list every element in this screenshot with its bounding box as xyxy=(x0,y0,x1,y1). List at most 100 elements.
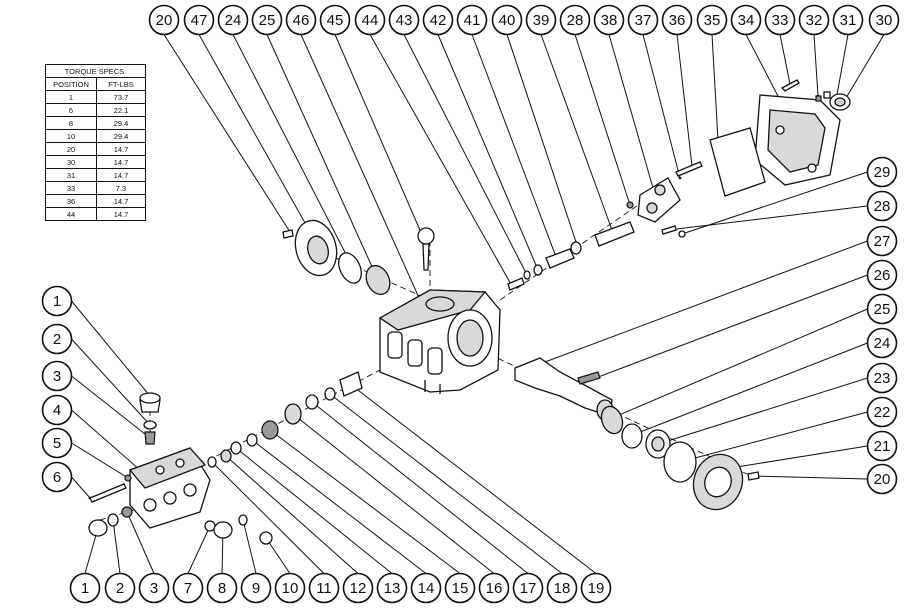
manifold-head xyxy=(128,447,211,529)
crankcase-body xyxy=(378,289,501,394)
callout-bottom-2: 2 xyxy=(104,572,136,604)
leader-line xyxy=(544,240,868,363)
left-bearing-cover xyxy=(282,219,391,296)
callout-bottom-19: 19 xyxy=(580,572,612,604)
callout-number: 47 xyxy=(191,12,208,29)
leader-line xyxy=(611,308,868,419)
callout-number: 19 xyxy=(588,580,605,597)
leader-line xyxy=(292,413,495,574)
callout-right-20: 20 xyxy=(866,463,898,495)
callout-circle xyxy=(866,396,898,428)
callout-number: 39 xyxy=(533,12,550,29)
callout-number: 2 xyxy=(53,331,61,348)
callout-number: 30 xyxy=(876,12,893,29)
callout-number: 12 xyxy=(350,580,367,597)
callout-right-24: 24 xyxy=(866,327,898,359)
callout-top-38: 38 xyxy=(593,4,625,36)
callout-circle xyxy=(41,360,73,392)
callout-right-26: 26 xyxy=(866,259,898,291)
callout-number: 3 xyxy=(150,580,158,597)
callout-right-23: 23 xyxy=(866,362,898,394)
leader-line xyxy=(265,537,291,574)
callout-right-29: 29 xyxy=(866,156,898,188)
callout-number: 1 xyxy=(53,293,61,310)
leader-line xyxy=(813,34,819,97)
callout-circle xyxy=(798,4,830,36)
leader-line xyxy=(369,34,513,287)
manifold-plugs xyxy=(88,392,273,545)
leader-line xyxy=(251,439,427,574)
leader-line xyxy=(187,525,211,574)
callout-bottom-13: 13 xyxy=(376,572,408,604)
leader-line xyxy=(584,274,868,383)
callout-circle xyxy=(172,572,204,604)
callout-number: 20 xyxy=(874,471,891,488)
callout-right-21: 21 xyxy=(866,430,898,462)
callout-top-39: 39 xyxy=(525,4,557,36)
callout-right-22: 22 xyxy=(866,396,898,428)
leader-line xyxy=(779,34,791,85)
leader-arrow-tip xyxy=(678,176,682,180)
callout-number: 3 xyxy=(53,368,61,385)
callout-number: 10 xyxy=(282,580,299,597)
callout-number: 17 xyxy=(520,580,537,597)
callout-bottom-3: 3 xyxy=(138,572,170,604)
leader-line xyxy=(711,34,719,141)
rod-cap-parts xyxy=(626,161,703,238)
callout-left-5: 5 xyxy=(41,427,73,459)
callout-circle xyxy=(354,4,386,36)
callout-circle xyxy=(866,259,898,291)
callout-right-27: 27 xyxy=(866,225,898,257)
leader-line xyxy=(334,34,427,245)
leader-line xyxy=(198,34,319,247)
callout-top-28: 28 xyxy=(559,4,591,36)
callout-left-3: 3 xyxy=(41,360,73,392)
callout-top-37: 37 xyxy=(627,4,659,36)
callout-bottom-15: 15 xyxy=(444,572,476,604)
dipstick xyxy=(417,227,435,271)
callout-circle xyxy=(764,4,796,36)
callout-number: 7 xyxy=(184,580,192,597)
callout-left-2: 2 xyxy=(41,323,73,355)
torque-position: 44 xyxy=(45,207,97,221)
leader-line xyxy=(311,401,529,574)
leader-line xyxy=(300,34,421,301)
leader-line xyxy=(71,338,151,426)
callout-number: 6 xyxy=(53,469,61,486)
leader-line xyxy=(679,411,868,463)
callout-circle xyxy=(422,4,454,36)
callout-top-31: 31 xyxy=(832,4,864,36)
callout-number: 32 xyxy=(806,12,823,29)
callout-number: 44 xyxy=(362,12,379,29)
callout-number: 22 xyxy=(874,404,891,421)
callout-circle xyxy=(512,572,544,604)
leader-line xyxy=(506,34,579,249)
callout-top-45: 45 xyxy=(319,4,351,36)
callout-number: 35 xyxy=(704,12,721,29)
callout-top-43: 43 xyxy=(388,4,420,36)
callout-number: 5 xyxy=(53,435,61,452)
callout-number: 28 xyxy=(567,12,584,29)
callout-number: 25 xyxy=(874,301,891,318)
callout-top-20: 20 xyxy=(148,4,180,36)
callout-circle xyxy=(866,225,898,257)
callout-bottom-16: 16 xyxy=(478,572,510,604)
callout-bottom-9: 9 xyxy=(240,572,272,604)
callout-number: 34 xyxy=(738,12,755,29)
callout-top-30: 30 xyxy=(868,4,900,36)
callout-circle xyxy=(206,572,238,604)
callout-right-28: 28 xyxy=(866,190,898,222)
callout-circle xyxy=(388,4,420,36)
callout-number: 24 xyxy=(225,12,242,29)
leader-line xyxy=(71,476,91,499)
callout-circle xyxy=(866,327,898,359)
callout-number: 41 xyxy=(464,12,481,29)
callout-circle xyxy=(456,4,488,36)
callout-number: 37 xyxy=(635,12,652,29)
callout-circle xyxy=(444,572,476,604)
callout-circle xyxy=(319,4,351,36)
callout-circle xyxy=(593,4,625,36)
